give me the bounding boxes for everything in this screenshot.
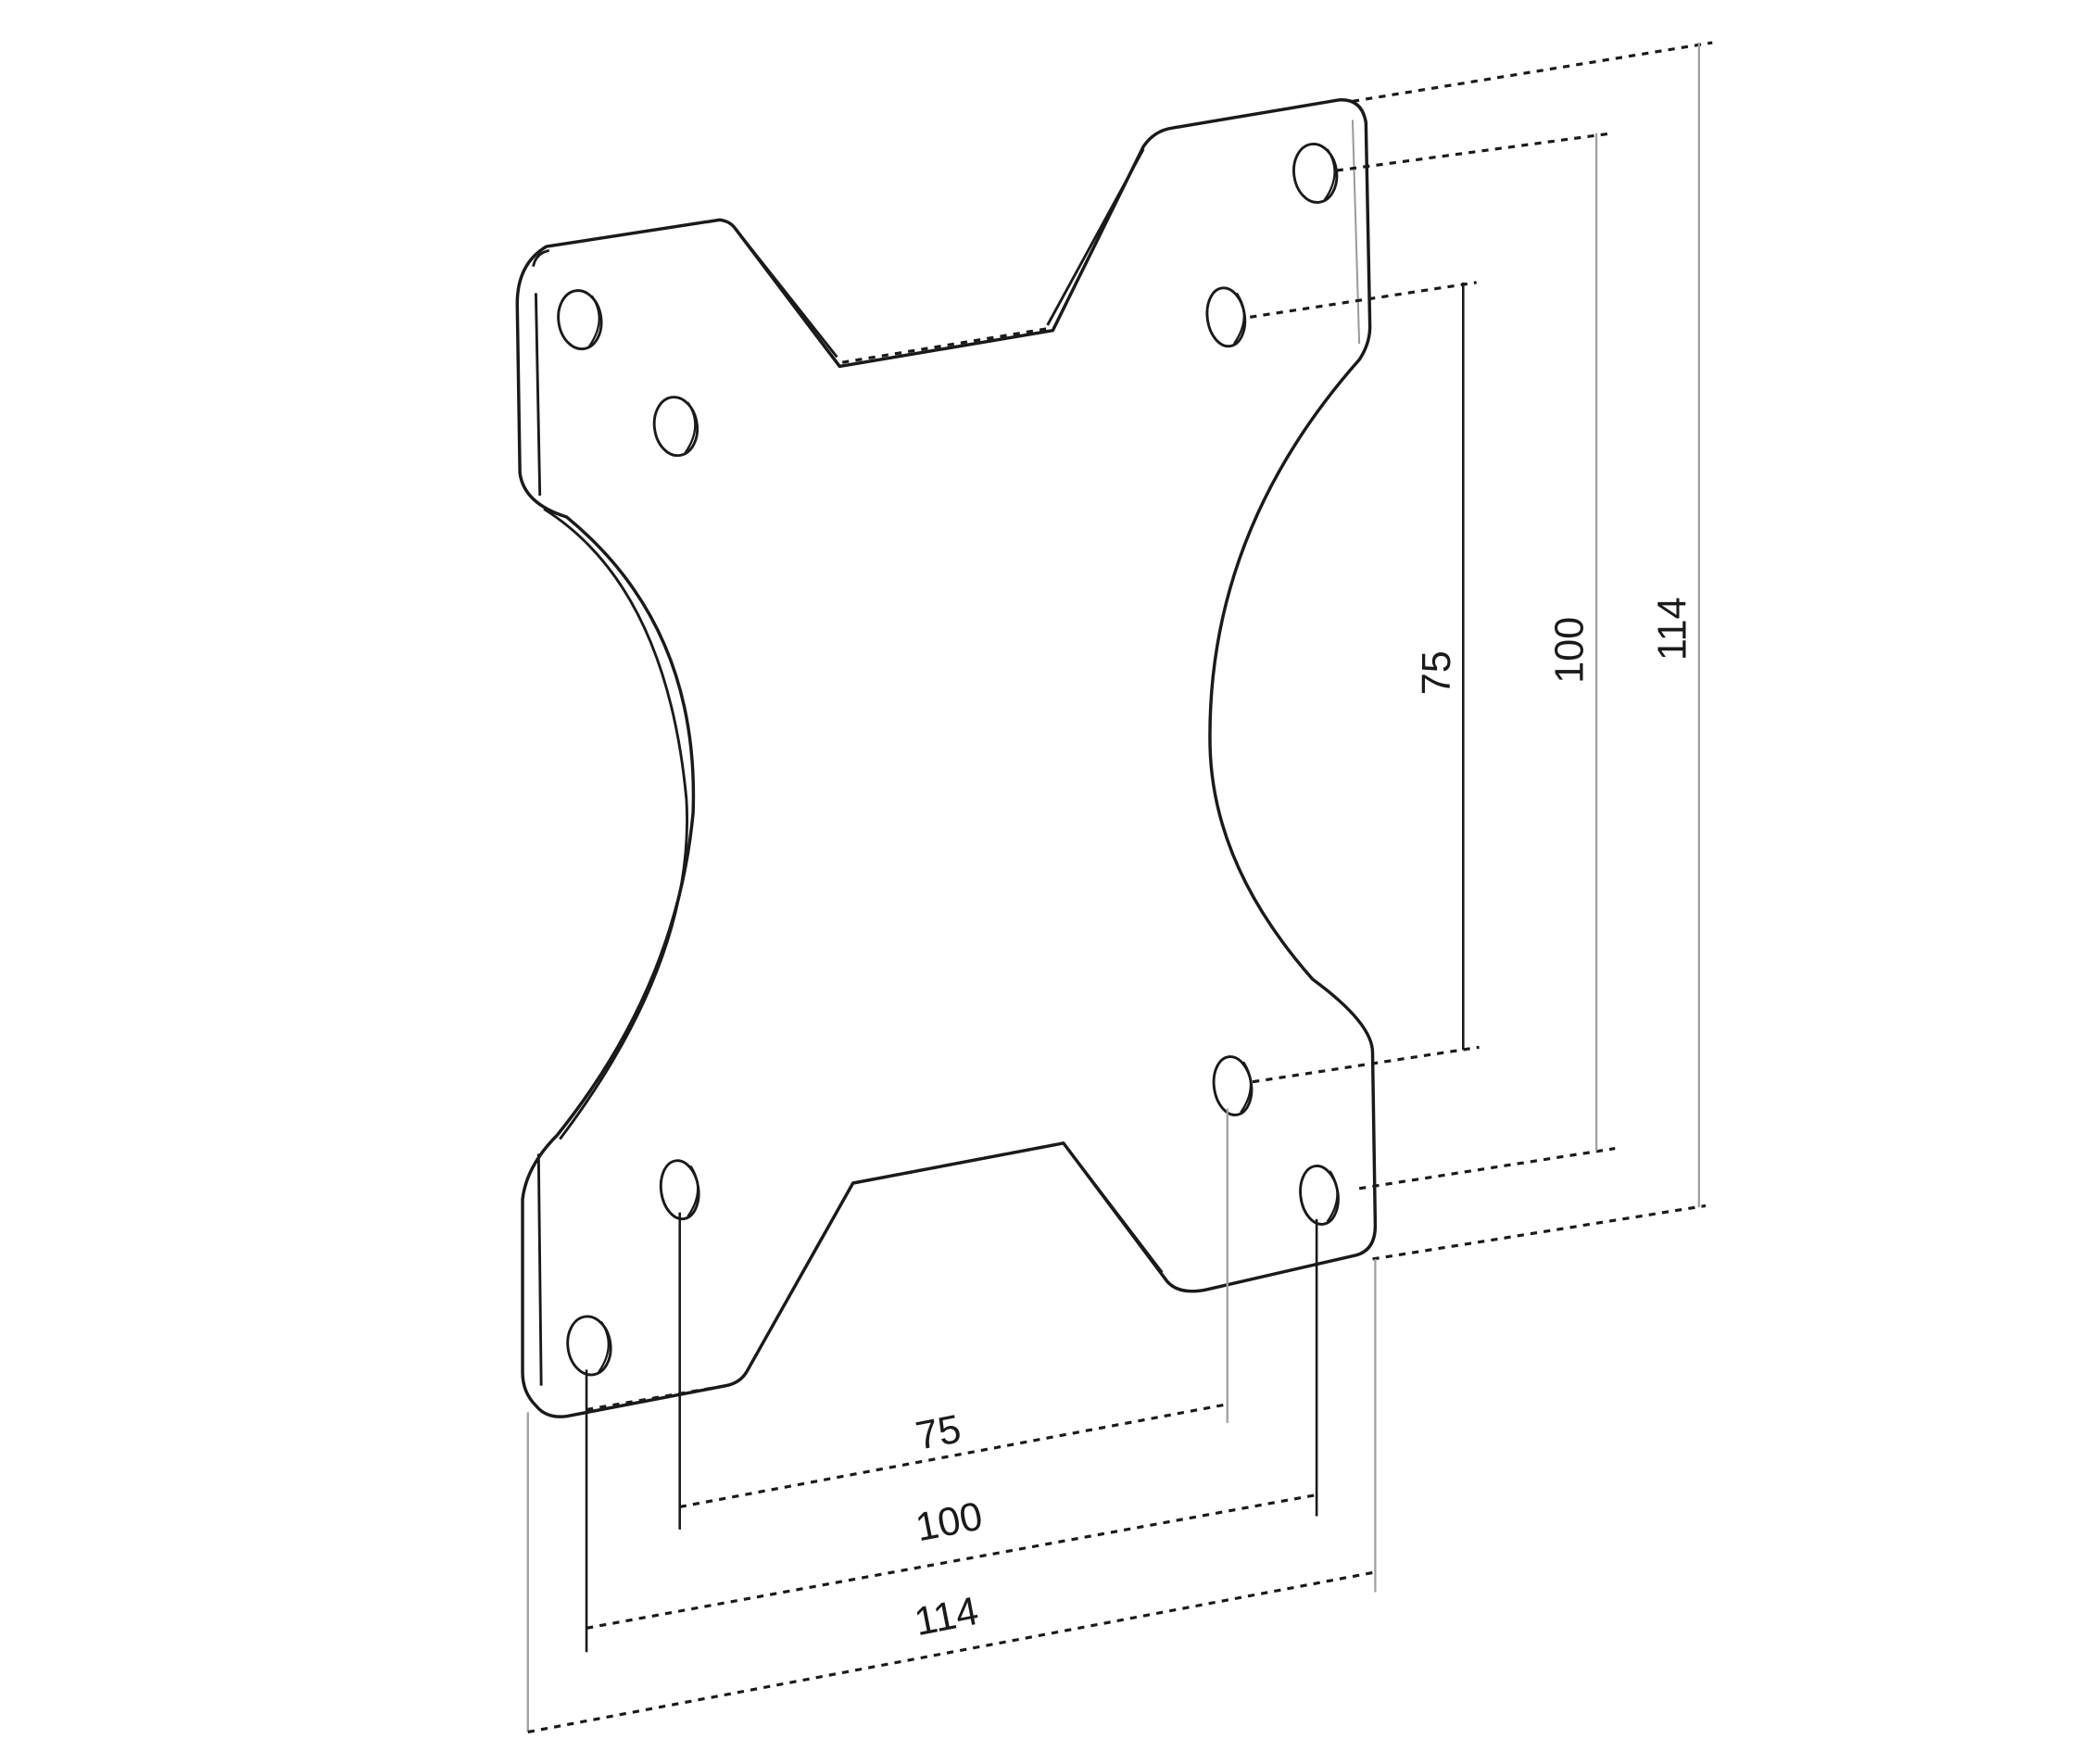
hole-bottom-left-inner <box>659 1159 700 1221</box>
hole-top-left-outer <box>557 289 603 351</box>
dim-label-h114: 114 <box>911 1589 982 1644</box>
mounting-plate <box>515 98 1378 1418</box>
vertical-dimensions: 75 100 114 <box>1249 41 1713 1261</box>
dim-label-h75: 75 <box>913 1406 964 1458</box>
hole-bottom-left-outer <box>566 1315 612 1377</box>
dim-label-v100: 100 <box>1548 617 1593 684</box>
dim-label-h100: 100 <box>913 1493 987 1550</box>
dim-label-v75: 75 <box>1415 650 1459 695</box>
hole-top-left-inner <box>652 396 699 458</box>
hole-bottom-right-outer <box>1299 1165 1340 1226</box>
mounting-holes <box>557 143 1340 1377</box>
hole-bottom-right-inner <box>1212 1055 1254 1116</box>
hole-top-right-inner <box>1205 286 1247 348</box>
hole-top-right-outer <box>1292 143 1339 204</box>
dim-label-v114: 114 <box>1650 597 1695 661</box>
plate-cutout-edges <box>841 326 1065 1185</box>
